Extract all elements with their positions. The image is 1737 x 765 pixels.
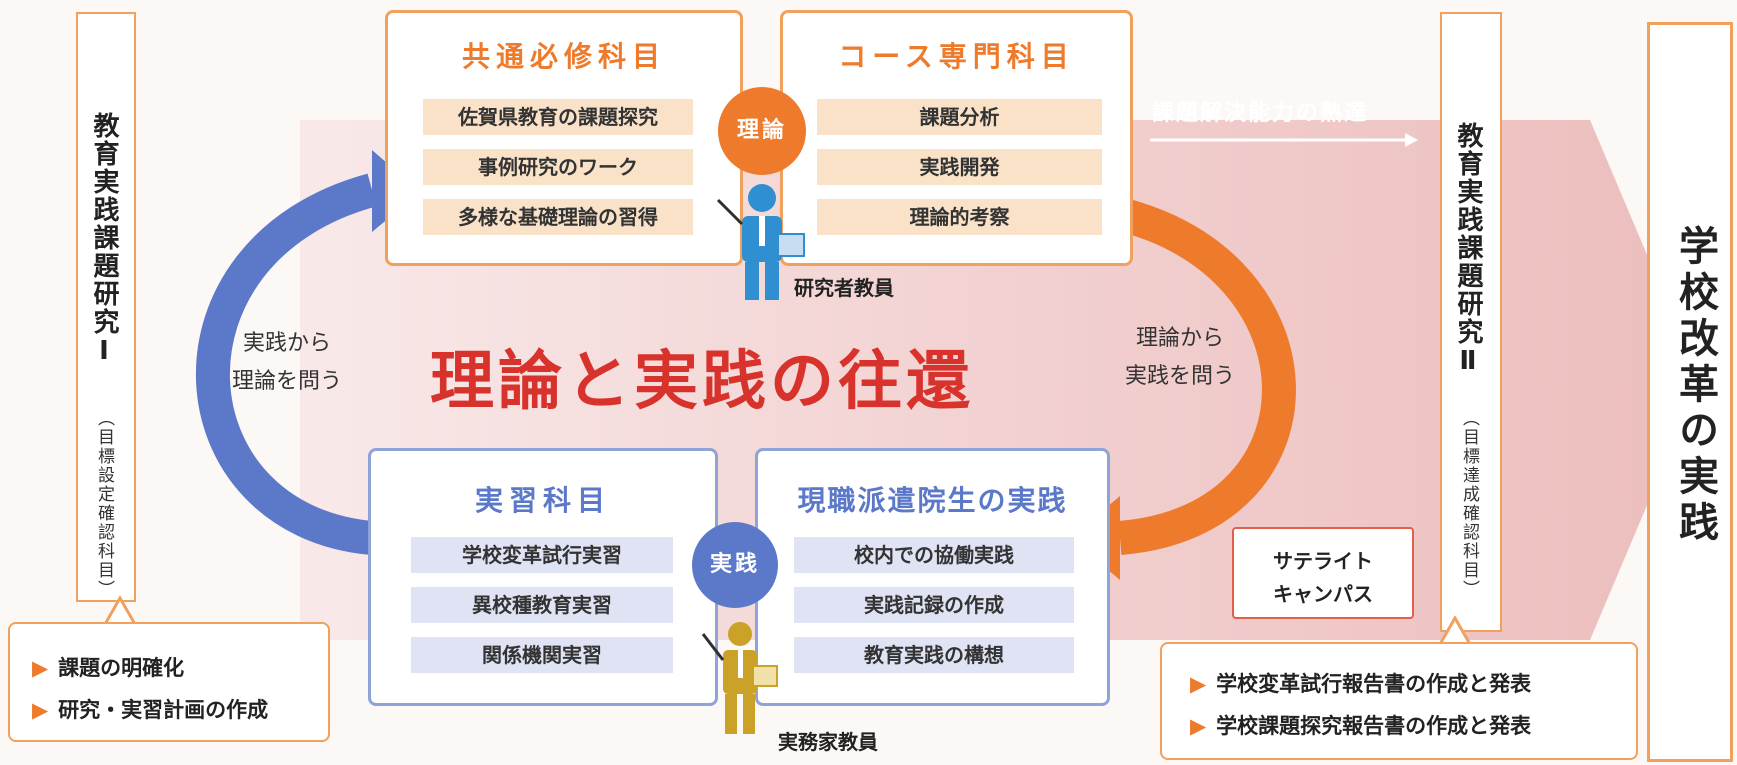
right-arrow-label-line2: 実践を問う	[1125, 364, 1236, 389]
banner-label: 課題解決能力の熟達	[1152, 101, 1369, 126]
practicum-title: 実習科目	[474, 484, 611, 517]
center-title: 理論と実践の往還	[430, 344, 974, 419]
bottom-left-item-1-text: 課題の明確化	[58, 656, 185, 680]
bottom-left-callout: ▶ 課題の明確化 ▶ 研究・実習計画の作成	[8, 622, 330, 742]
left-arrow-label-line1: 実践から	[243, 331, 332, 356]
triangle-bullet-icon: ▶	[32, 656, 49, 680]
right-arrow-label: 理論から 実践を問う	[1125, 320, 1235, 396]
practitioner-teacher-icon	[701, 622, 778, 734]
satellite-campus-box: サテライト キャンパス	[1232, 527, 1414, 619]
bottom-right-callout: ▶ 学校変革試行報告書の作成と発表 ▶ 学校課題探究報告書の作成と発表	[1160, 642, 1638, 760]
bottom-left-item-2: ▶ 研究・実習計画の作成	[32, 694, 268, 724]
theory-right-item-2: 実践開発	[817, 149, 1102, 185]
bottom-left-item-1: ▶ 課題の明確化	[32, 652, 184, 682]
bottom-left-item-2-text: 研究・実習計画の作成	[58, 698, 269, 722]
practice-right-item-3: 教育実践の構想	[794, 637, 1074, 673]
bottom-right-item-1-text: 学校変革試行報告書の作成と発表	[1216, 672, 1532, 696]
common-required-box: 共通必修科目 佐賀県教育の課題探究 事例研究のワーク 多様な基礎理論の習得	[385, 10, 743, 266]
left-arrow-label: 実践から 理論を問う	[232, 325, 342, 401]
theory-left-item-3: 多様な基礎理論の習得	[423, 199, 693, 235]
bottom-right-item-2-text: 学校課題探究報告書の作成と発表	[1216, 714, 1532, 738]
right-vertical-title: 教育実践課題研究Ⅱ	[1453, 122, 1483, 378]
left-vertical-subtitle: （目標設定確認科目）	[94, 409, 114, 599]
satellite-line2: キャンパス	[1273, 582, 1373, 606]
left-arrow-label-line2: 理論を問う	[232, 369, 343, 394]
inservice-practice-title: 現職派遣院生の実践	[797, 484, 1068, 517]
bottom-right-item-1: ▶ 学校変革試行報告書の作成と発表	[1190, 668, 1531, 698]
practice-right-item-1: 校内での協働実践	[794, 537, 1074, 573]
practice-right-item-2: 実践記録の作成	[794, 587, 1074, 623]
common-required-title: 共通必修科目	[461, 40, 666, 73]
right-vertical-subtitle: （目標達成確認科目）	[1459, 409, 1479, 599]
course-specialty-box: コース専門科目 課題分析 実践開発 理論的考察	[780, 10, 1133, 266]
inservice-practice-box: 現職派遣院生の実践 校内での協働実践 実践記録の作成 教育実践の構想	[755, 448, 1110, 706]
left-vertical-box: 教育実践課題研究Ⅰ （目標設定確認科目）	[76, 12, 136, 602]
triangle-bullet-icon: ▶	[1190, 672, 1207, 696]
researcher-label: 研究者教員	[794, 276, 894, 300]
practice-left-item-3: 関係機関実習	[411, 637, 673, 673]
theory-left-item-1: 佐賀県教育の課題探究	[423, 99, 693, 135]
practice-badge: 実践	[692, 522, 778, 608]
left-vertical-title: 教育実践課題研究Ⅰ	[89, 112, 119, 368]
researcher-teacher-icon	[716, 184, 805, 300]
school-reform-title: 学校改革の実践	[1672, 225, 1718, 547]
school-reform-box: 学校改革の実践	[1647, 22, 1733, 762]
triangle-bullet-icon: ▶	[1190, 714, 1207, 738]
theory-left-item-2: 事例研究のワーク	[423, 149, 693, 185]
practitioner-label: 実務家教員	[778, 730, 878, 754]
satellite-line1: サテライト	[1273, 549, 1373, 573]
practice-left-item-1: 学校変革試行実習	[411, 537, 673, 573]
theory-right-item-1: 課題分析	[817, 99, 1102, 135]
course-specialty-title: コース専門科目	[838, 40, 1075, 73]
right-vertical-box: 教育実践課題研究Ⅱ （目標達成確認科目）	[1440, 12, 1502, 632]
practice-left-item-2: 異校種教育実習	[411, 587, 673, 623]
theory-badge: 理論	[718, 87, 806, 175]
theory-right-item-3: 理論的考察	[817, 199, 1102, 235]
right-arrow-label-line1: 理論から	[1136, 326, 1225, 351]
triangle-bullet-icon: ▶	[32, 698, 49, 722]
practicum-box: 実習科目 学校変革試行実習 異校種教育実習 関係機関実習	[368, 448, 718, 706]
bottom-right-item-2: ▶ 学校課題探究報告書の作成と発表	[1190, 710, 1531, 740]
